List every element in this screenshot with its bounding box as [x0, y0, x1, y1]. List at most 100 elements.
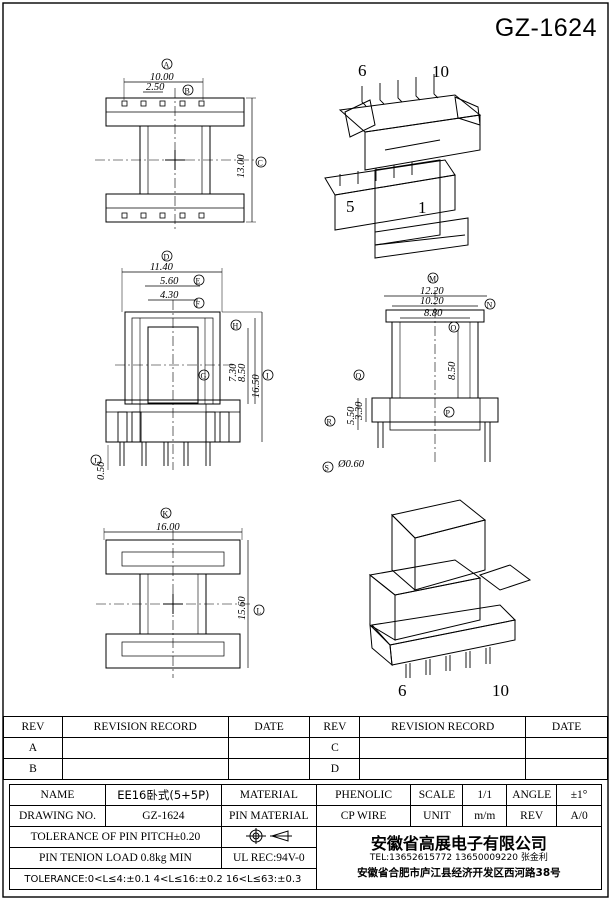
record-cell	[359, 758, 527, 780]
dim-13-00: 13.00	[236, 154, 247, 178]
callout-p: P	[446, 409, 451, 418]
dim-11-40: 11.40	[150, 262, 174, 273]
dim-8-50-side: 8.50	[447, 361, 458, 380]
callout-s: S	[325, 464, 329, 473]
side-view: 12.20 10.20 8.80 8.50 5.50 3.30 Ø0.60 M …	[322, 272, 499, 473]
callout-o: O	[451, 324, 457, 333]
pitch-tolerance: TOLERANCE OF PIN PITCH±0.20	[9, 826, 222, 848]
date-header-2: DATE	[525, 716, 608, 738]
revision-row: B D	[3, 758, 608, 780]
pin-material-value: CP WIRE	[315, 805, 412, 827]
dim-5-60: 5.60	[160, 276, 179, 287]
company-contact: TEL:13652615772 13650009220 张金利	[369, 852, 548, 863]
pin-load: PIN TENION LOAD 0.8kg MIN	[9, 847, 222, 869]
rev-value: A/0	[556, 805, 602, 827]
drawing-no-value: GZ-1624	[104, 805, 222, 827]
iso-top-view: 6 10 5 1	[324, 61, 482, 259]
material-value: PHENOLIC	[315, 784, 412, 806]
callout-m: M	[429, 275, 436, 284]
dim-pin-dia: Ø0.60	[337, 459, 365, 470]
pin-5-label: 5	[346, 197, 355, 216]
scale-label: SCALE	[410, 784, 464, 806]
rev-label: REV	[506, 805, 558, 827]
callout-n: N	[487, 301, 493, 310]
date-cell	[525, 737, 608, 759]
rev-cell: D	[309, 758, 361, 780]
angle-value: ±1°	[556, 784, 602, 806]
projection-symbol	[220, 826, 317, 848]
record-cell	[61, 737, 229, 759]
dim-7-30: 7.30	[228, 363, 239, 382]
rev-header: REV	[3, 716, 63, 738]
rev-cell: B	[3, 758, 63, 780]
angle-label: ANGLE	[506, 784, 558, 806]
dim-0-50: 0.50	[96, 461, 107, 480]
callout-g: G	[201, 372, 207, 381]
company-address: 安徽省合肥市庐江县经济开发区西河路38号	[357, 866, 561, 879]
pin-10-label-bottom: 10	[492, 681, 509, 700]
callout-c: C	[258, 159, 263, 168]
bottom-view: 16.00 15.60 K L	[96, 507, 265, 678]
scale-value: 1/1	[462, 784, 508, 806]
date-header: DATE	[227, 716, 311, 738]
callout-q: Q	[356, 372, 362, 381]
top-view: 10.00 2.50 13.00 A B C	[95, 58, 267, 232]
date-cell	[525, 758, 608, 780]
rev-header-2: REV	[309, 716, 361, 738]
revision-header-row: REV REVISION RECORD DATE REV REVISION RE…	[3, 716, 608, 738]
company-cell: 安徽省高展电子有限公司 TEL:13652615772 13650009220 …	[315, 826, 603, 890]
revision-record-header: REVISION RECORD	[61, 716, 229, 738]
callout-e: E	[196, 277, 201, 286]
callout-r: R	[327, 418, 333, 427]
pin-10-label: 10	[432, 62, 449, 81]
drawing-number: GZ-1624	[494, 14, 597, 42]
callout-f: F	[196, 300, 201, 309]
company-name: 安徽省高展电子有限公司	[370, 833, 547, 853]
date-cell	[227, 737, 311, 759]
name-value: EE16卧式(5+5P)	[104, 784, 222, 806]
date-cell	[227, 758, 311, 780]
name-label: NAME	[9, 784, 106, 806]
revision-record-header-2: REVISION RECORD	[359, 716, 527, 738]
dim-10-00: 10.00	[150, 72, 174, 83]
general-tolerance: TOLERANCE:0<L≤4:±0.1 4<L≤16:±0.2 16<L≤63…	[9, 868, 317, 890]
unit-value: m/m	[462, 805, 508, 827]
drawing-no-label: DRAWING NO.	[9, 805, 106, 827]
unit-label: UNIT	[410, 805, 464, 827]
callout-d: D	[164, 253, 170, 262]
pin-6-label: 6	[358, 61, 367, 80]
record-cell	[359, 737, 527, 759]
callout-j: J	[94, 457, 97, 466]
dim-16-00: 16.00	[156, 522, 180, 533]
rev-cell: C	[309, 737, 361, 759]
callout-b: B	[185, 87, 190, 96]
dim-10-20: 10.20	[420, 296, 444, 307]
dim-5-50: 5.50	[346, 406, 357, 425]
pin-material-label: PIN MATERIAL	[220, 805, 317, 827]
dim-8-50: 8.50	[237, 363, 248, 382]
pin-6-label-bottom: 6	[398, 681, 407, 700]
callout-h: H	[233, 322, 239, 331]
revision-table: REV REVISION RECORD DATE REV REVISION RE…	[3, 716, 608, 780]
dim-16-50: 16.50	[251, 374, 262, 398]
iso-bottom-view: 6 10	[368, 499, 532, 700]
rev-cell: A	[3, 737, 63, 759]
dim-12-20: 12.20	[420, 286, 444, 297]
callout-a: A	[164, 61, 170, 70]
front-view: 11.40 5.60 4.30 7.30 8.50 16.50 0.50 D E…	[90, 250, 274, 480]
material-label: MATERIAL	[220, 784, 317, 806]
dim-15-60: 15.60	[237, 596, 248, 620]
ul-rec: UL REC:94V-0	[220, 847, 317, 869]
dim-8-80: 8.80	[424, 308, 443, 319]
record-cell	[61, 758, 229, 780]
callout-k: K	[163, 510, 169, 519]
pin-1-label: 1	[418, 198, 427, 217]
callout-l: L	[257, 607, 262, 616]
title-block: NAME EE16卧式(5+5P) MATERIAL PHENOLIC SCAL…	[9, 784, 603, 890]
revision-row: A C	[3, 737, 608, 759]
dim-2-50: 2.50	[146, 82, 165, 93]
dim-4-30: 4.30	[160, 290, 179, 301]
